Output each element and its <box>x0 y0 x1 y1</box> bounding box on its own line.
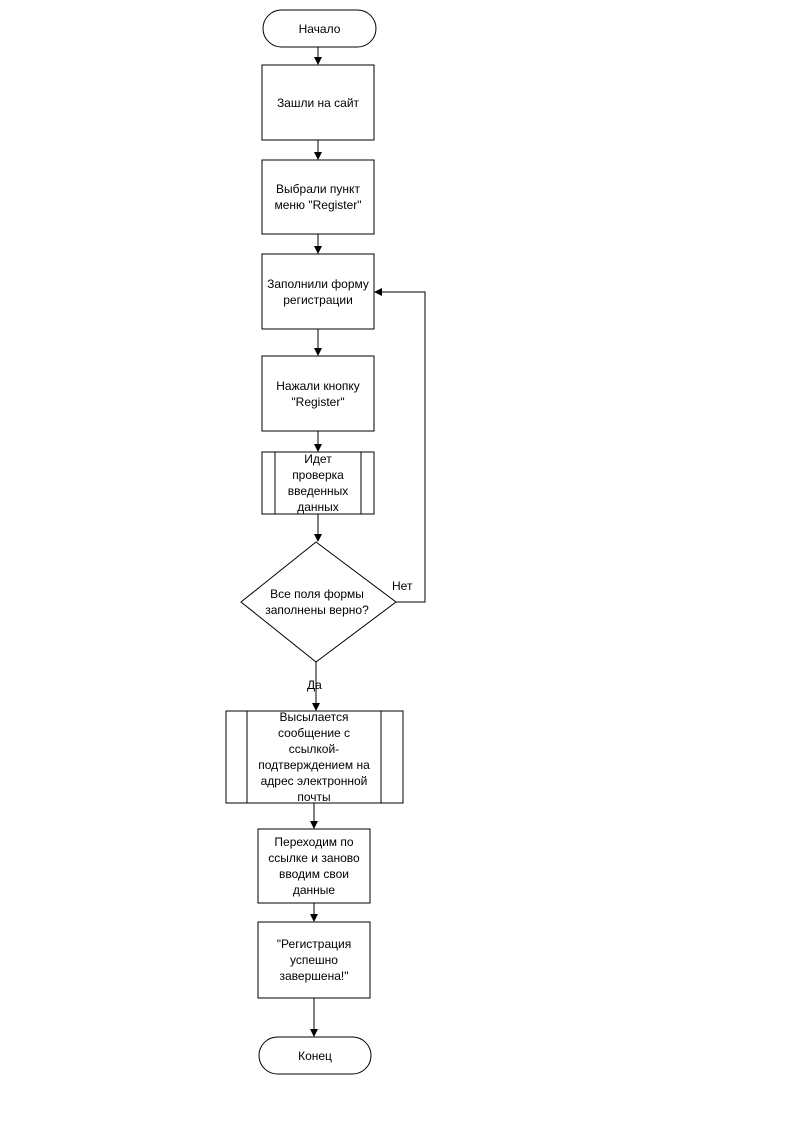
follow-link-label: Переходим по ссылке и заново вводим свои… <box>268 835 360 897</box>
choose-menu-box <box>261 159 375 235</box>
visit-site-box <box>261 64 375 141</box>
send-email-label: Высылается сообщение с ссылкой- подтверж… <box>258 710 370 804</box>
end-terminator <box>258 1036 372 1075</box>
send-email-box <box>225 710 404 804</box>
edge-label-no: Нет <box>392 579 413 593</box>
end-label: Конец <box>298 1048 332 1063</box>
success-label: "Регистрация успешно завершена!" <box>276 937 352 983</box>
choose-menu-label: Выбрали пункт меню "Register" <box>274 182 362 212</box>
press-button-label: Нажали кнопку "Register" <box>276 378 360 409</box>
validate-label: Идет проверка введенных данных <box>287 452 349 514</box>
start-terminator <box>262 9 377 48</box>
visit-site-label: Зашли на сайт <box>276 95 360 110</box>
fill-form-label: Заполнили форму регистрации <box>267 276 369 307</box>
arrow-decision-no-loop <box>374 288 426 603</box>
success-box <box>257 921 371 999</box>
press-button-box <box>261 355 375 432</box>
start-label: Начало <box>298 21 341 36</box>
fill-form-box <box>261 253 375 330</box>
decision-label: Все поля формы заполнены верно? <box>265 587 369 617</box>
edge-label-yes: Да <box>307 678 322 692</box>
follow-link-box <box>257 828 371 904</box>
